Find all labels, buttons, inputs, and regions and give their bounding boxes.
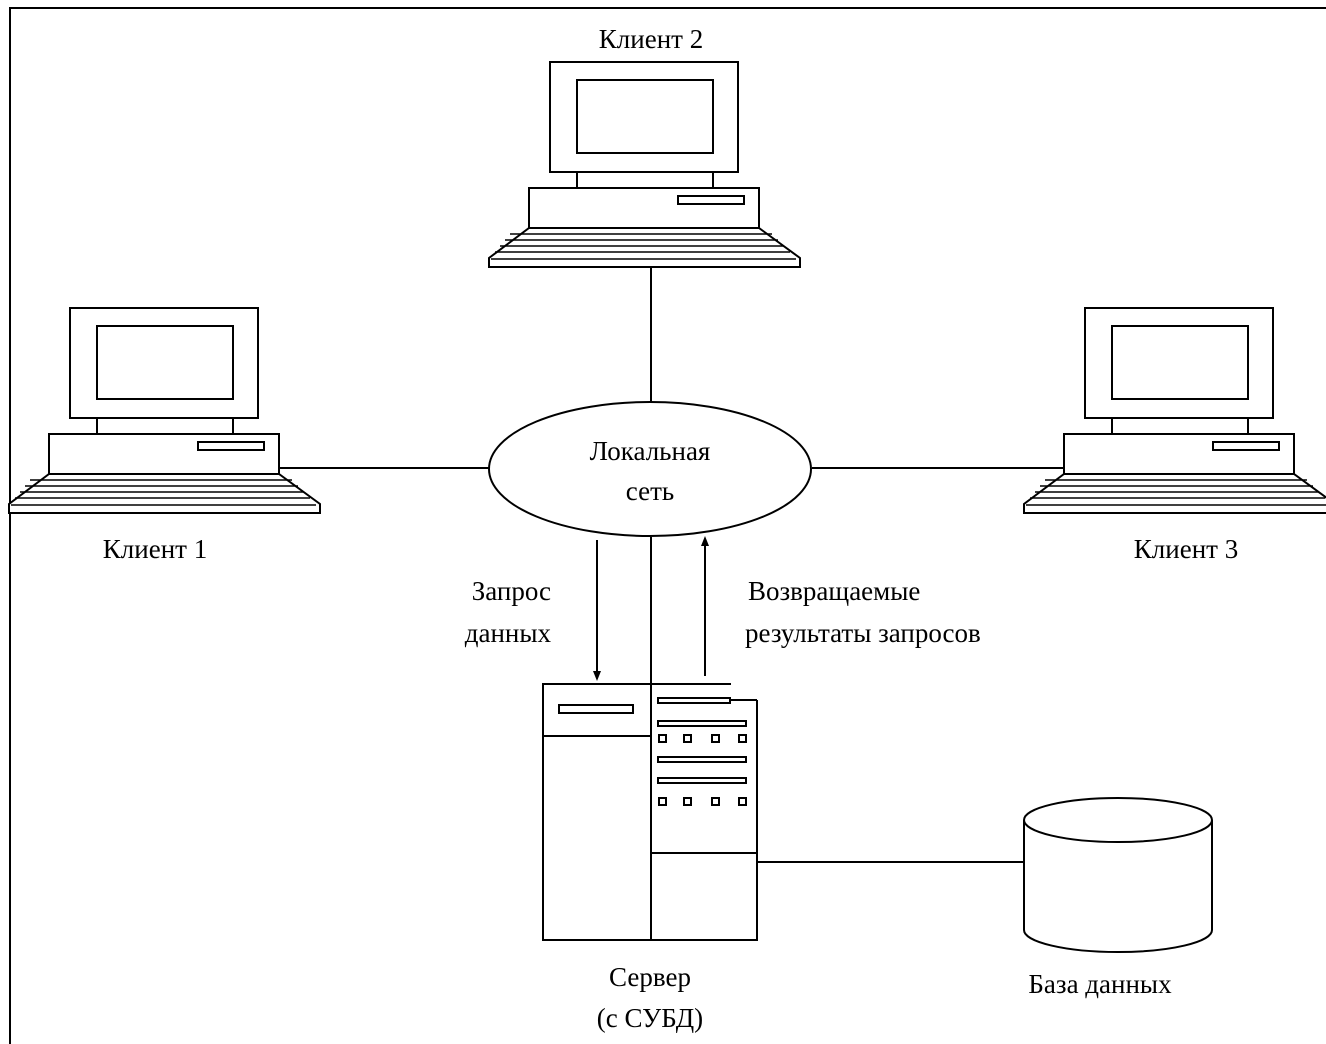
local-network-ellipse <box>488 401 812 537</box>
server-label-line1: Сервер <box>609 962 691 992</box>
server-icon <box>542 683 758 941</box>
network-label-line1: Локальная <box>590 436 711 466</box>
results-label-line1: Возвращаемые <box>748 576 920 606</box>
database-label: База данных <box>1028 969 1172 999</box>
database-cylinder-icon <box>1023 797 1213 953</box>
results-label-line2: результаты запросов <box>745 618 981 648</box>
client-1-computer-icon <box>8 307 321 514</box>
request-label-line2: данных <box>465 618 552 648</box>
server-label-line2: (с СУБД) <box>597 1003 703 1033</box>
client-1-label: Клиент 1 <box>103 534 207 564</box>
client-2-computer-icon <box>488 61 801 268</box>
network-label-line2: сеть <box>626 476 674 506</box>
client-3-label: Клиент 3 <box>1134 534 1238 564</box>
client-3-computer-icon <box>1023 307 1326 514</box>
request-label-line1: Запрос <box>472 576 551 606</box>
page-frame <box>9 7 1326 1044</box>
client-2-label: Клиент 2 <box>599 24 703 54</box>
